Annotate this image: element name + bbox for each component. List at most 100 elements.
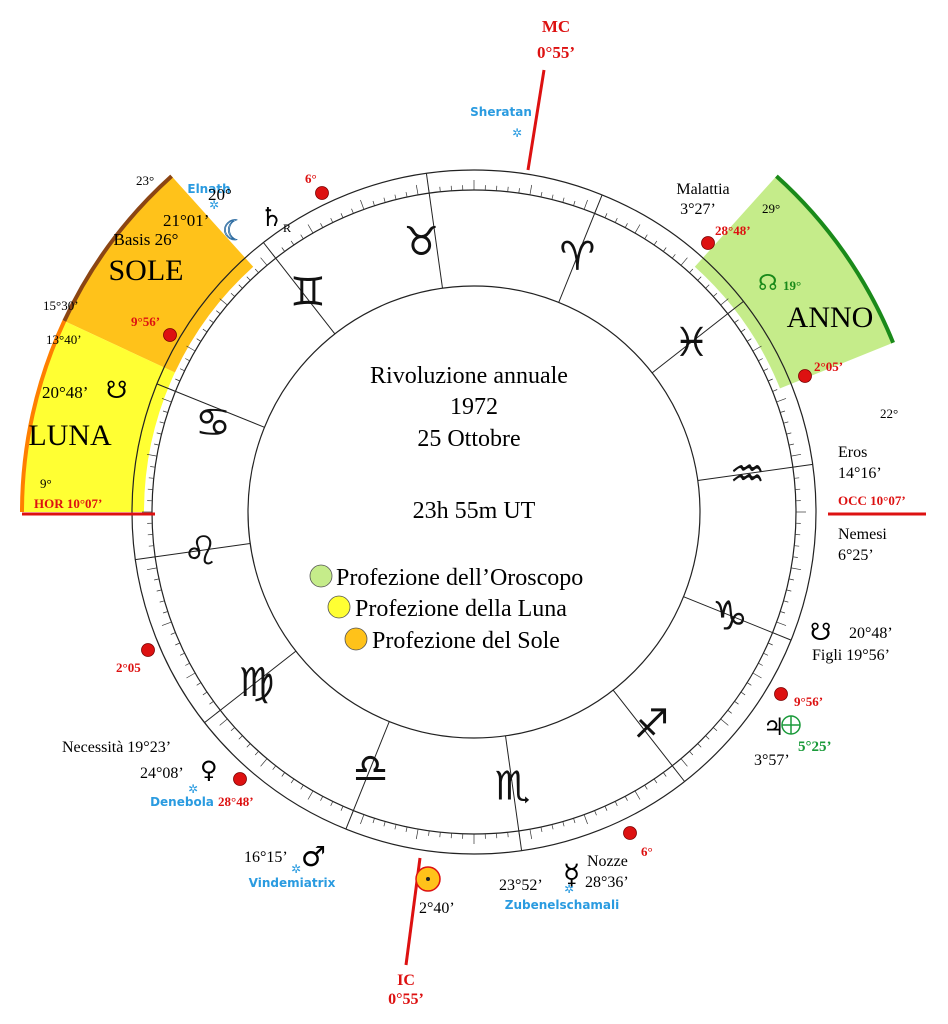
degree-tick — [202, 691, 208, 696]
anno-sector-border — [775, 174, 895, 344]
marker-dot-205-right — [798, 369, 812, 383]
virgo-icon: ♍︎ — [239, 660, 275, 706]
center-info: Rivoluzione annuale 1972 25 Ottobre 23h … — [309, 363, 583, 654]
legend-swatch-oroscopo — [309, 564, 333, 588]
degree-tick — [148, 477, 154, 479]
legend-swatch-sole — [344, 627, 368, 651]
degree-tick — [680, 758, 688, 767]
degree-tick — [792, 556, 798, 558]
degree-tick — [713, 727, 718, 732]
degree-tick — [614, 217, 618, 223]
star-label-denebola: Denebola — [150, 795, 214, 809]
degree-tick — [372, 200, 375, 206]
sign-divider — [263, 242, 336, 335]
degree-tick — [562, 197, 565, 203]
degree-tick — [394, 194, 397, 200]
degree-tick — [697, 743, 702, 748]
degree-tick — [202, 328, 208, 333]
ic-degree: 0°55’ — [388, 991, 424, 1008]
eros-label: Eros — [838, 444, 867, 461]
degree-tick — [383, 197, 386, 203]
fortune-degree: 5°25’ — [798, 739, 832, 755]
degree-tick — [529, 184, 533, 195]
star-icon-sheratan: ✲ — [512, 126, 522, 140]
venus-icon: ♀ — [200, 756, 218, 784]
degree-tick — [791, 453, 802, 457]
degree-tick — [154, 578, 160, 581]
degree-tick — [663, 772, 667, 777]
degree-tick — [150, 466, 156, 468]
degree-tick — [185, 662, 190, 666]
degree-tick — [179, 368, 185, 372]
degree-tick — [300, 784, 304, 790]
ic-label: IC — [397, 972, 415, 989]
luna-edge-top: 13°40’ — [46, 332, 82, 347]
sign-divider — [156, 383, 265, 428]
sector-wedges — [20, 174, 895, 513]
malattia-label: Malattia — [676, 181, 729, 198]
mars-icon: ♂ — [301, 840, 326, 873]
sign-divider — [612, 689, 685, 782]
degree-tick — [260, 758, 268, 767]
sole-basis: Basis 26° — [114, 230, 179, 249]
degree-tick — [159, 600, 165, 603]
star-icon-denebola: ✲ — [188, 782, 198, 796]
degree-tick — [290, 240, 295, 246]
degree-tick — [644, 784, 648, 790]
sign-divider — [505, 735, 523, 851]
degree-tick — [634, 790, 641, 800]
degree-tick — [697, 276, 702, 281]
degree-tick — [758, 662, 763, 666]
jupiter-icon: ♃ — [763, 713, 785, 741]
degree-tick — [281, 772, 285, 777]
jupiter-degree: 3°57’ — [754, 752, 790, 769]
degree-tick — [415, 829, 419, 840]
marker-label-205-left: 2°05 — [116, 660, 141, 675]
marker-label-205-right: 2°05’ — [814, 359, 843, 374]
star-icon-zubenelschamali: ✲ — [564, 882, 574, 896]
star-label-elnath: Elnath — [187, 182, 230, 196]
star-icon-vindemiatrix: ✲ — [291, 862, 301, 876]
degree-tick — [740, 691, 746, 696]
degree-tick — [551, 194, 554, 200]
mars-degree: 16°15’ — [244, 849, 288, 866]
degree-tick — [330, 217, 334, 223]
sign-divider — [425, 173, 443, 289]
degree-tick — [740, 328, 746, 333]
degree-tick — [170, 632, 176, 635]
degree-tick — [156, 589, 162, 592]
degree-tick — [746, 682, 752, 686]
degree-tick — [776, 621, 787, 626]
legend-label-oroscopo: Profezione dell’Oroscopo — [336, 565, 583, 591]
degree-tick — [758, 358, 763, 362]
degree-tick — [713, 292, 718, 297]
aries-icon: ♈︎ — [559, 234, 595, 280]
degree-tick — [428, 830, 430, 836]
nozze-degree: 28°36’ — [585, 874, 629, 891]
elnath-degree: 20° — [208, 185, 232, 204]
sign-divider — [683, 596, 792, 641]
degree-tick — [307, 790, 314, 800]
degree-tick — [238, 735, 243, 740]
degree-tick — [689, 751, 694, 756]
marker-label-6-top: 6° — [305, 171, 317, 186]
degree-tick — [680, 257, 688, 266]
degree-tick — [518, 188, 520, 194]
degree-tick — [340, 806, 344, 811]
degree-tick — [216, 310, 221, 315]
saturn-icon: ♄ — [260, 203, 283, 233]
degree-tick — [340, 213, 344, 218]
venus-degree: 24°08’ — [140, 765, 184, 782]
degree-tick — [780, 611, 786, 614]
degree-tick — [689, 268, 694, 273]
anno-edge-top: 29° — [762, 201, 780, 216]
mc-label: MC — [542, 17, 570, 36]
degree-tick — [360, 199, 365, 210]
degree-tick — [573, 200, 576, 206]
sun-icon-dot — [426, 877, 430, 881]
anno-label: ANNO — [787, 301, 874, 334]
degree-tick — [794, 545, 800, 547]
degree-tick — [671, 254, 676, 259]
degree-tick — [159, 421, 165, 424]
